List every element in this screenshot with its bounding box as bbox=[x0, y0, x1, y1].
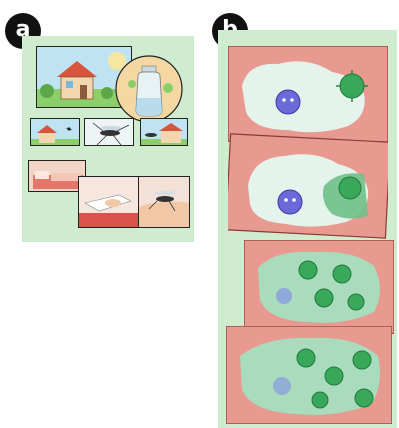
panel-b bbox=[218, 30, 397, 428]
panel-a bbox=[22, 36, 194, 242]
vessel-stage-2 bbox=[228, 130, 388, 242]
house-mosquito-scene bbox=[30, 118, 80, 146]
vessel-stage-3 bbox=[244, 240, 394, 334]
mosquito-biting-scene bbox=[138, 176, 190, 228]
vessel-stage-4 bbox=[226, 326, 392, 424]
mosquito-closeup-scene bbox=[84, 118, 134, 146]
vessel-stage-1 bbox=[228, 46, 388, 142]
water-container-inset bbox=[114, 54, 184, 124]
bitten-sleeper-scene bbox=[78, 176, 144, 228]
house-closeup-scene bbox=[140, 118, 188, 146]
